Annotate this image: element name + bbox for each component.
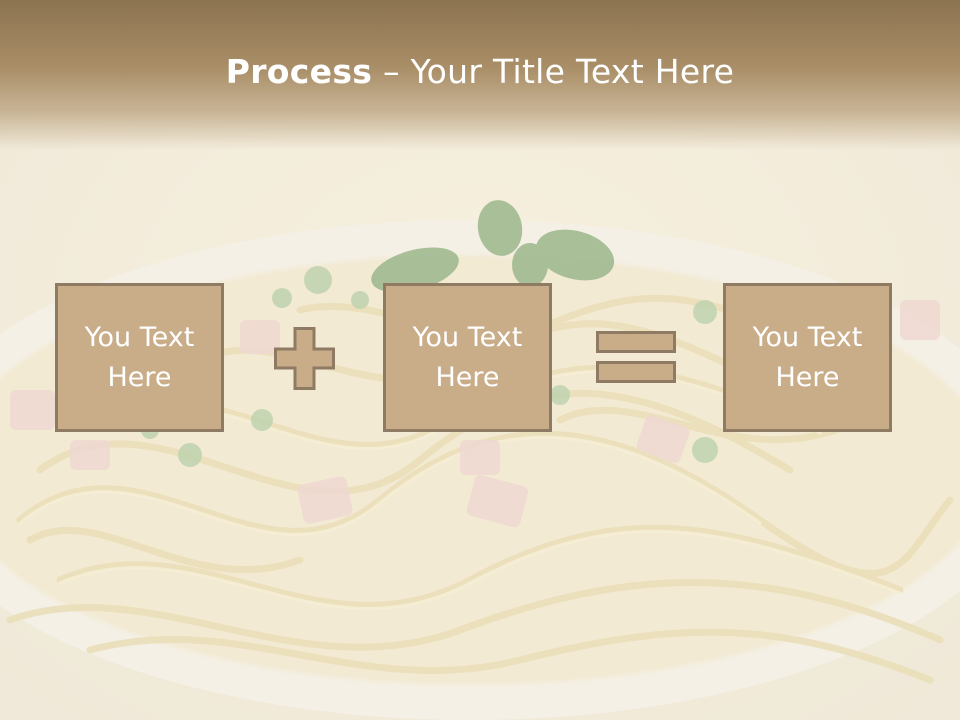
- title-bold-text: Process: [225, 52, 373, 91]
- process-box-2-label: You Text Here: [412, 321, 523, 393]
- process-box-3[interactable]: You Text Here: [723, 283, 892, 432]
- process-box-3-label: You Text Here: [752, 321, 863, 393]
- title-rest-text: – Your Title Text Here: [372, 52, 735, 91]
- process-box-1-label: You Text Here: [84, 321, 195, 393]
- title-band: [0, 0, 960, 150]
- equals-icon: [596, 331, 676, 383]
- plus-icon: [274, 327, 335, 390]
- slide-title: Process – Your Title Text Here: [0, 52, 960, 91]
- process-box-1[interactable]: You Text Here: [55, 283, 224, 432]
- process-box-2[interactable]: You Text Here: [383, 283, 552, 432]
